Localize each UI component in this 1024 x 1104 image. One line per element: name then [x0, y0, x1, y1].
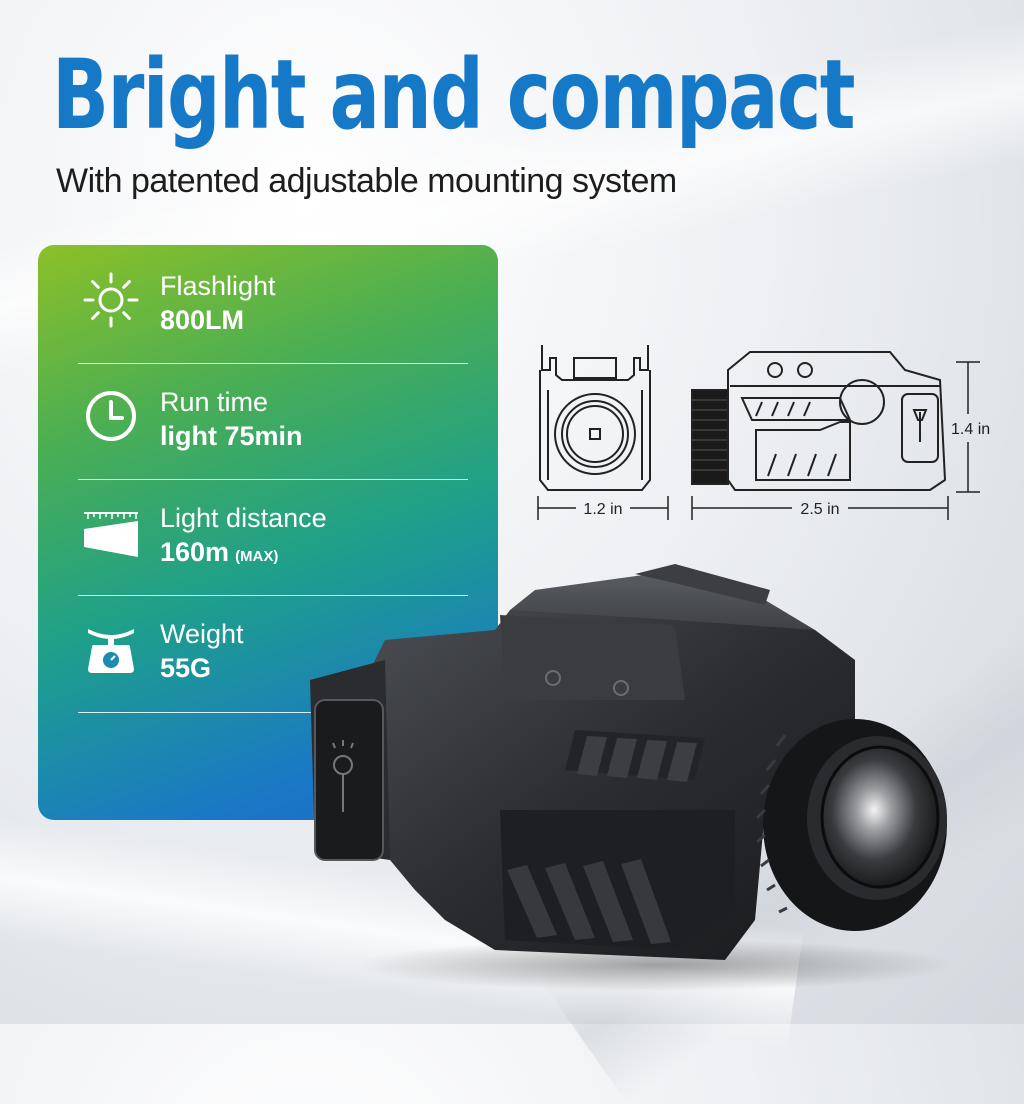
divider [78, 595, 468, 596]
sun-icon [83, 272, 139, 328]
spec-item-flashlight: Flashlight 800LM [38, 245, 498, 361]
spec-label: Light distance [160, 503, 327, 533]
flashlight-product-image [310, 564, 955, 990]
scale-icon [88, 629, 134, 673]
dimension-diagram: 1.2 in 2.5 in 1.4 in [537, 345, 990, 520]
length-dimension-label: 2.5 in [800, 501, 839, 518]
divider [78, 479, 468, 480]
subtitle: With patented adjustable mounting system [56, 162, 677, 200]
beam-distance-icon [84, 512, 138, 557]
spec-value: 55G [160, 653, 212, 683]
clock-icon [86, 391, 136, 441]
width-dimension-label: 1.2 in [583, 501, 622, 518]
spec-panel: Flashlight 800LM Run time light 75min Li… [38, 245, 498, 820]
headline: Bright and compact [52, 39, 856, 151]
spec-value: 800LM [160, 305, 245, 335]
spec-value-suffix: (MAX) [235, 548, 279, 565]
front-view-drawing [539, 345, 651, 491]
spec-label: Weight [160, 619, 244, 649]
spec-label: Run time [160, 387, 269, 417]
height-dimension-label: 1.4 in [951, 421, 990, 438]
spec-item-weight: Weight 55G [38, 593, 498, 709]
spec-label: Flashlight [160, 271, 276, 301]
divider [78, 363, 468, 364]
divider [78, 712, 314, 713]
spec-item-light-distance: Light distance 160m(MAX) [38, 477, 498, 593]
side-view-drawing [691, 351, 947, 491]
flashlight-button-icon [332, 740, 354, 812]
dimension-lines [537, 361, 980, 520]
spec-item-run-time: Run time light 75min [38, 361, 498, 477]
spec-value: light 75min [160, 421, 303, 451]
spec-value: 160m(MAX) [160, 537, 279, 567]
